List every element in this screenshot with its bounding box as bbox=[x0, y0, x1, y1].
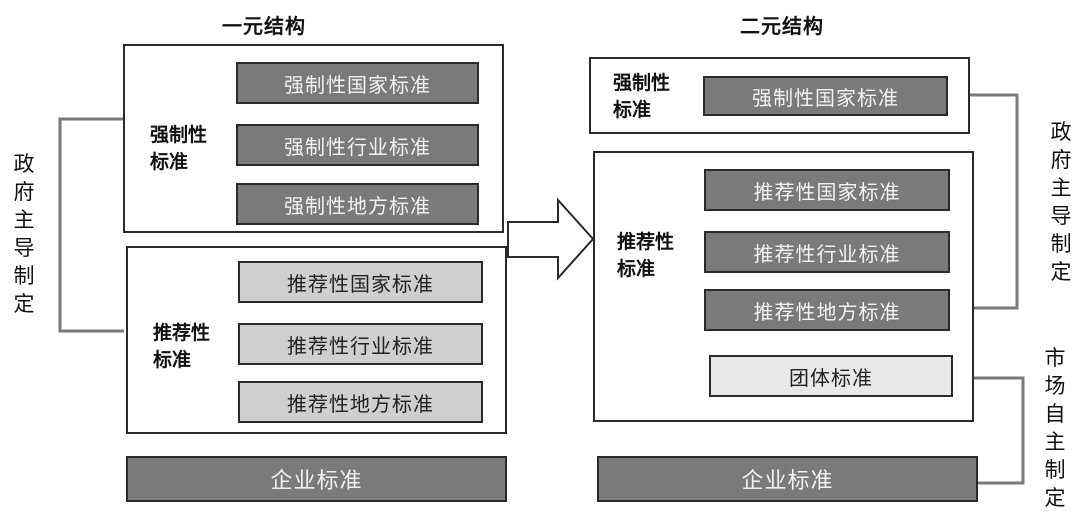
right-gov-side-label: 政府主导制定 bbox=[1050, 120, 1072, 284]
left-gov-bracket bbox=[58, 117, 124, 333]
right-mandatory-label-line2: 标准 bbox=[613, 99, 652, 121]
left-gov-side-label: 政府主导制定 bbox=[13, 152, 35, 316]
right-recommended-item: 推荐性地方标准 bbox=[704, 289, 950, 331]
right-recommended-label: 推荐性 标准 bbox=[617, 229, 674, 283]
left-recommended-label: 推荐性 标准 bbox=[153, 320, 210, 374]
left-recommended-item: 推荐性行业标准 bbox=[238, 323, 483, 365]
right-mandatory-frame: 强制性 标准 强制性国家标准 bbox=[589, 57, 970, 134]
right-mandatory-label-line1: 强制性 bbox=[613, 72, 671, 94]
right-recommended-label-line2: 标准 bbox=[617, 258, 656, 280]
left-mandatory-item: 强制性行业标准 bbox=[236, 124, 479, 166]
right-enterprise-standard: 企业标准 bbox=[597, 456, 978, 502]
left-mandatory-item: 强制性地方标准 bbox=[236, 183, 479, 225]
right-title: 二元结构 bbox=[740, 14, 824, 38]
right-recommended-item: 推荐性国家标准 bbox=[704, 169, 950, 211]
left-mandatory-label-line2: 标准 bbox=[150, 151, 189, 173]
right-mandatory-item: 强制性国家标准 bbox=[703, 76, 948, 116]
left-recommended-item: 推荐性地方标准 bbox=[238, 381, 483, 423]
left-mandatory-label-line1: 强制性 bbox=[150, 124, 208, 146]
left-title: 一元结构 bbox=[222, 14, 306, 38]
left-mandatory-item: 强制性国家标准 bbox=[236, 62, 479, 104]
right-mandatory-label: 强制性 标准 bbox=[613, 70, 670, 124]
right-group-standard: 团体标准 bbox=[709, 355, 953, 397]
left-recommended-frame: 推荐性 标准 推荐性国家标准 推荐性行业标准 推荐性地方标准 bbox=[126, 246, 507, 434]
left-recommended-label-line1: 推荐性 bbox=[153, 322, 211, 344]
left-enterprise-standard: 企业标准 bbox=[126, 456, 507, 502]
left-mandatory-label: 强制性 标准 bbox=[150, 122, 207, 176]
left-mandatory-frame: 强制性 标准 强制性国家标准 强制性行业标准 强制性地方标准 bbox=[123, 44, 504, 233]
right-market-side-label: 市场自主制定 bbox=[1044, 346, 1066, 510]
left-recommended-item: 推荐性国家标准 bbox=[238, 261, 483, 303]
left-recommended-label-line2: 标准 bbox=[153, 349, 192, 371]
right-recommended-label-line1: 推荐性 bbox=[617, 231, 675, 253]
right-recommended-item: 推荐性行业标准 bbox=[704, 231, 950, 273]
transition-arrow bbox=[507, 197, 595, 281]
right-recommended-frame: 推荐性 标准 推荐性国家标准 推荐性行业标准 推荐性地方标准 团体标准 bbox=[593, 151, 974, 422]
